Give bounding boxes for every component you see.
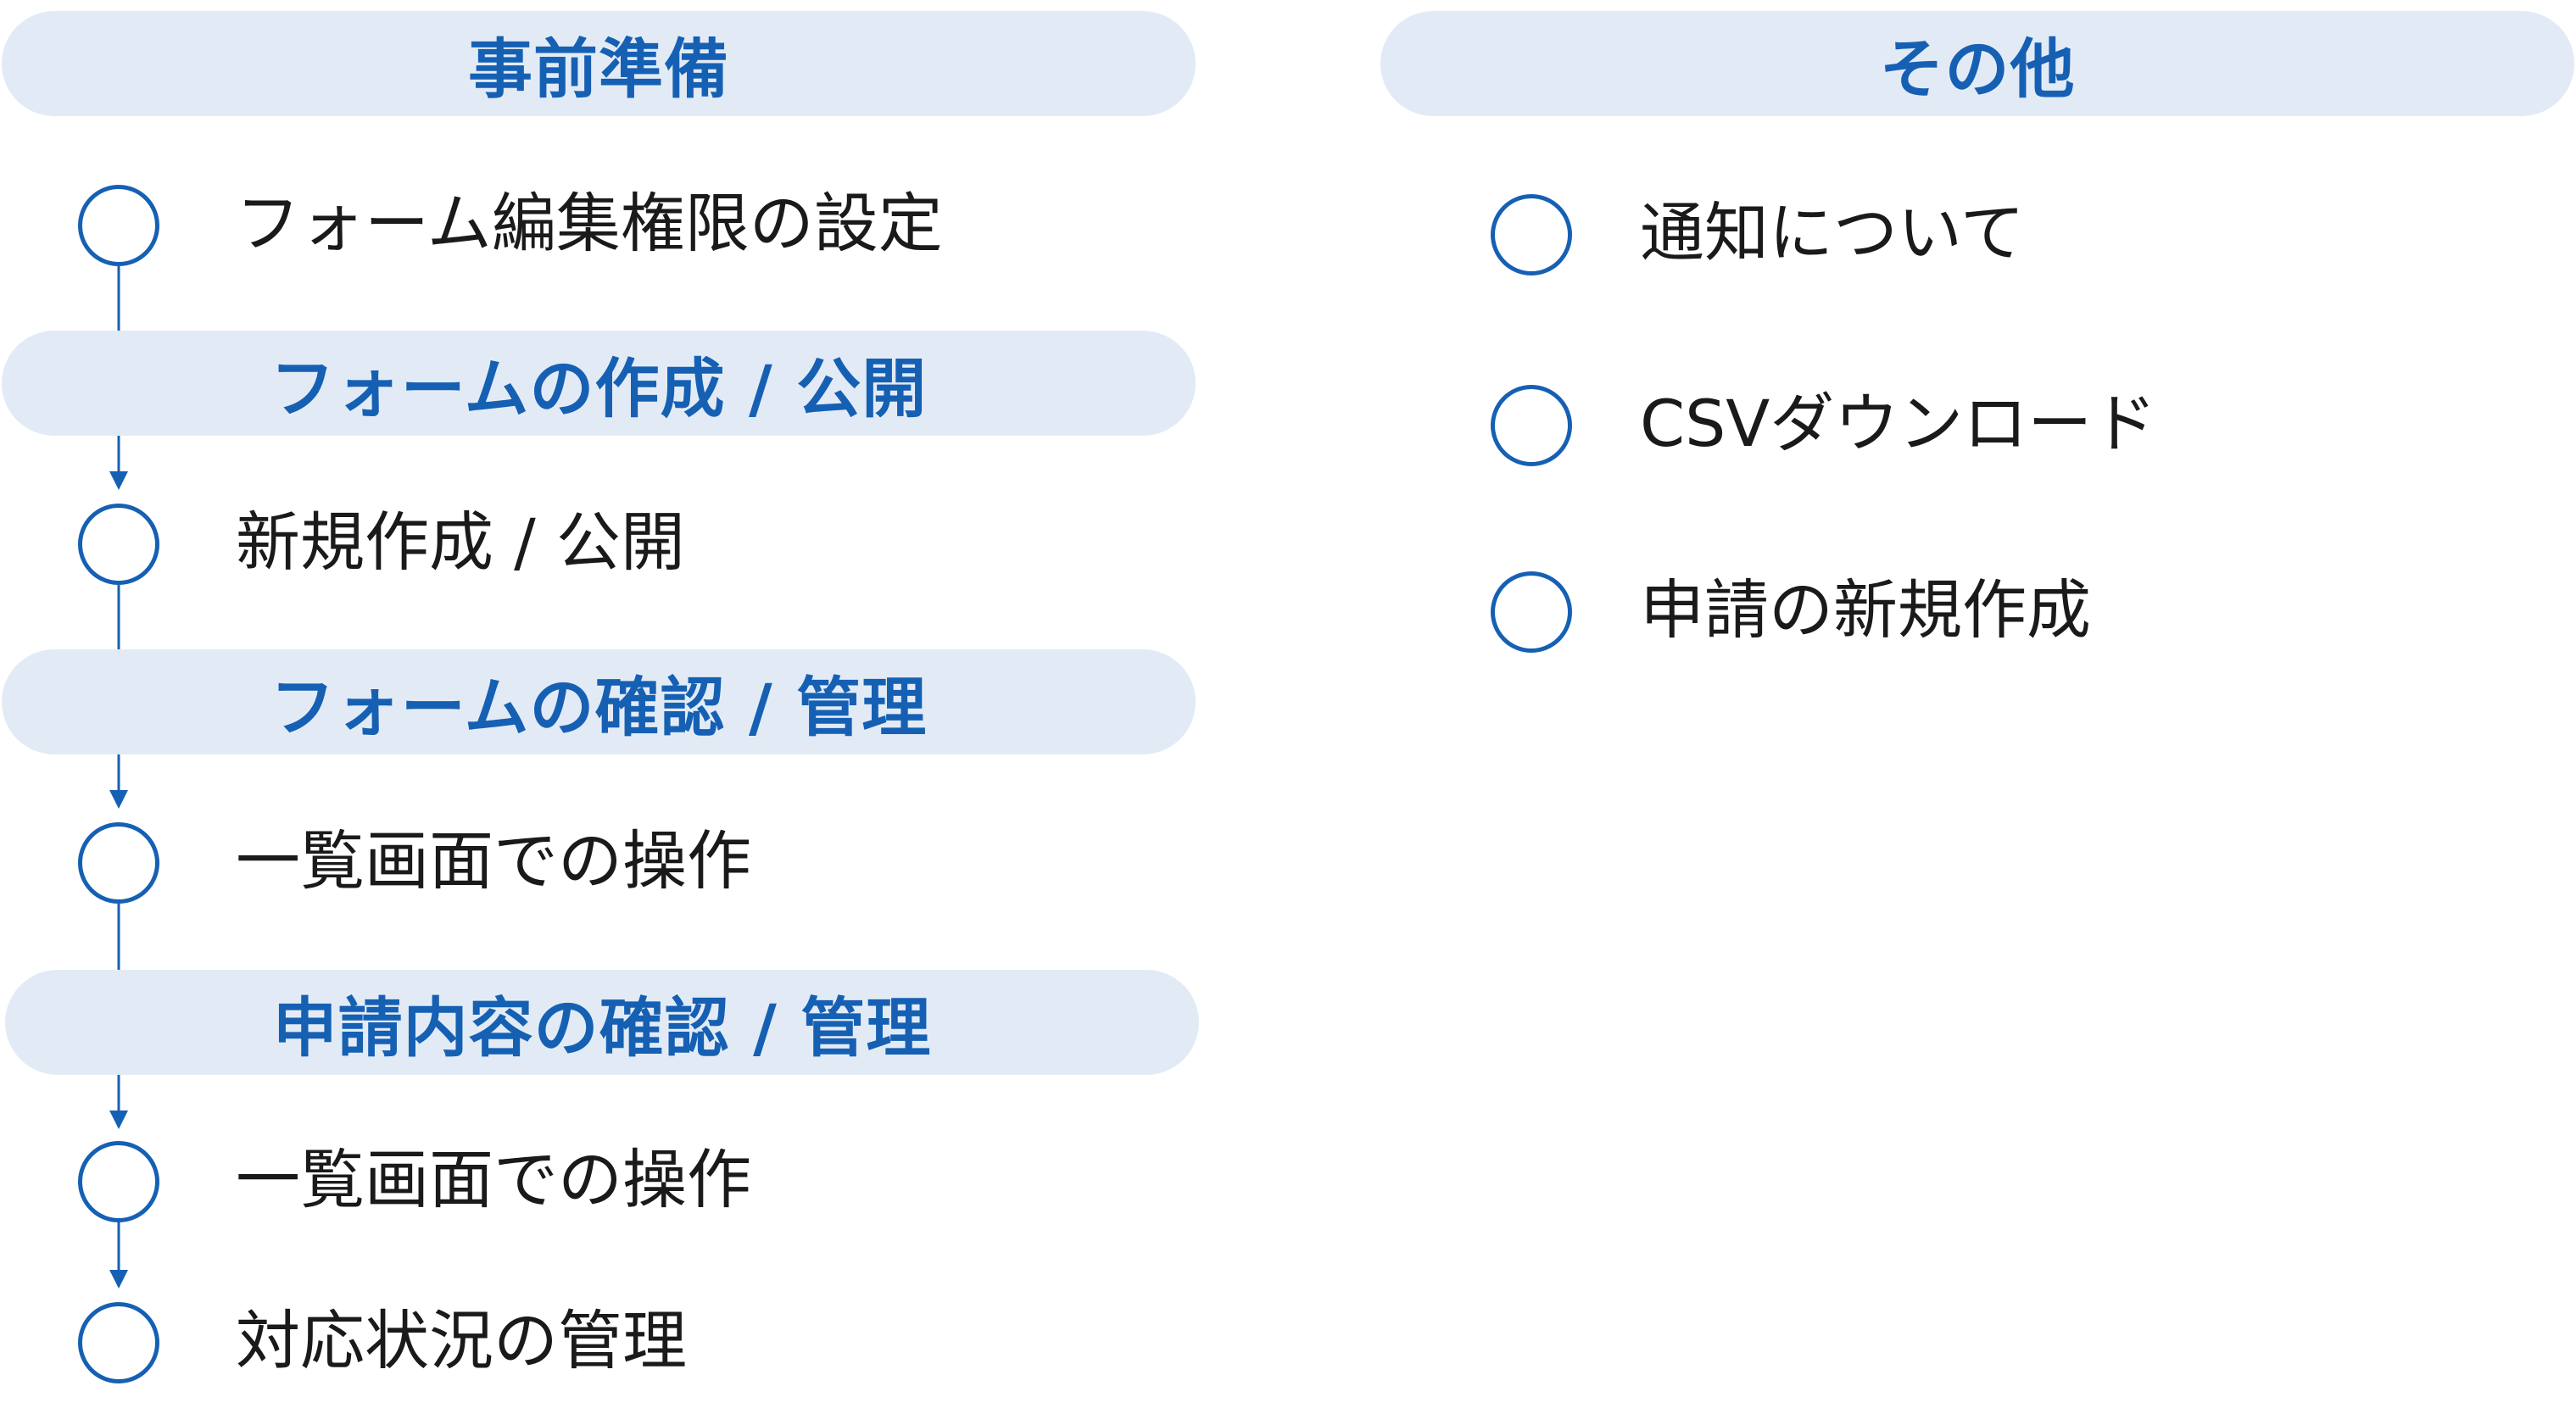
- item-form-edit-permission[interactable]: フォーム編集権限の設定: [236, 186, 943, 261]
- circle-outline-icon[interactable]: [78, 822, 159, 904]
- item-list-operations[interactable]: 一覧画面での操作: [236, 1142, 751, 1217]
- section-header-prep: 事前準備: [2, 11, 1196, 116]
- section-header-other: その他: [1380, 11, 2574, 116]
- circle-outline-icon[interactable]: [78, 185, 159, 266]
- circle-outline-icon[interactable]: [78, 1141, 159, 1222]
- arrow-down-icon: [109, 1270, 128, 1289]
- item-notifications[interactable]: 通知について: [1640, 195, 2025, 270]
- arrow-down-icon: [109, 471, 128, 490]
- arrow-down-icon: [109, 1110, 128, 1129]
- circle-outline-icon[interactable]: [1491, 194, 1572, 276]
- section-header-form-manage: フォームの確認 / 管理: [2, 649, 1196, 754]
- arrow-down-icon: [109, 790, 128, 809]
- circle-outline-icon[interactable]: [78, 504, 159, 585]
- item-new-create-publish[interactable]: 新規作成 / 公開: [236, 504, 685, 580]
- item-list-operations[interactable]: 一覧画面での操作: [236, 823, 751, 899]
- section-header-create: フォームの作成 / 公開: [2, 331, 1196, 436]
- section-header-request-manage: 申請内容の確認 / 管理: [5, 970, 1199, 1075]
- item-status-management[interactable]: 対応状況の管理: [236, 1303, 687, 1378]
- item-csv-download[interactable]: CSVダウンロード: [1640, 386, 2157, 461]
- item-new-request[interactable]: 申請の新規作成: [1640, 572, 2091, 648]
- circle-outline-icon[interactable]: [1491, 385, 1572, 466]
- circle-outline-icon[interactable]: [78, 1302, 159, 1383]
- circle-outline-icon[interactable]: [1491, 571, 1572, 653]
